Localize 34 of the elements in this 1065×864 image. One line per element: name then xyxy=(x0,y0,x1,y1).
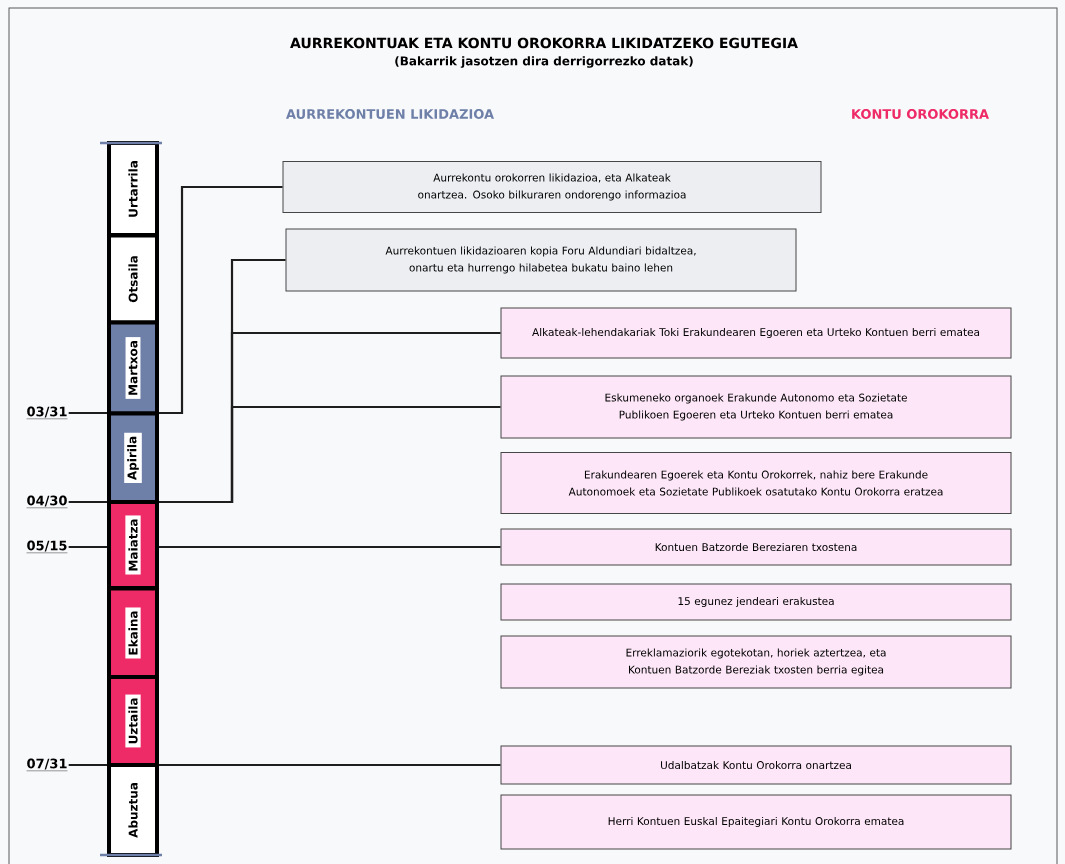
event-box: Udalbatzak Kontu Orokorra onartzea xyxy=(500,745,1012,785)
month-bar: Maiatza xyxy=(107,500,159,590)
connector-line xyxy=(68,763,107,767)
month-bar: Otsaila xyxy=(107,233,159,325)
event-box: 15 egunez jendeari erakustea xyxy=(500,583,1012,621)
connector-line xyxy=(159,545,501,549)
connector-line xyxy=(159,185,283,415)
event-box: Aurrekontuen likidazioaren kopia Foru Aldundiari bidaltzea, onartu eta hurrengo hilabetea bukatu baino lehen xyxy=(285,228,797,292)
title: AURREKONTUAK ETA KONTU OROKORRA LIKIDATZEKO EGUTEGIA xyxy=(290,37,798,49)
month-bar: Urtarrila xyxy=(107,141,159,237)
connector-line xyxy=(159,405,501,504)
event-box: Alkateak-lehendakariak Toki Erakundearen Egoeren eta Urteko Kontuen berri ematea xyxy=(500,307,1012,359)
date-label: 07/31 xyxy=(26,758,68,771)
event-box: Eskumeneko organoek Erakunde Autonomo eta Sozietate Publikoen Egoeren eta Urteko Kontuen berri ematea xyxy=(500,375,1012,439)
date-label: 03/31 xyxy=(26,406,68,419)
date-label: 04/30 xyxy=(26,495,68,508)
connector-line xyxy=(159,763,501,767)
connector-line xyxy=(68,545,107,549)
connector-line xyxy=(68,411,107,415)
event-box: Erakundearen Egoerek eta Kontu Orokorrek, nahiz bere Erakunde Autonomoek eta Sozietate Publikoek osatutako Kontu Orokorra eratzea xyxy=(500,452,1012,514)
month-bar: Martxoa xyxy=(107,320,159,416)
month-bar: Uztaila xyxy=(107,675,159,767)
date-label: 05/15 xyxy=(26,540,68,553)
column-heading: AURREKONTUEN LIKIDAZIOA xyxy=(286,109,495,119)
event-box: Kontuen Batzorde Bereziaren txostena xyxy=(500,528,1012,566)
connector-line xyxy=(68,500,107,504)
month-bar: Apirila xyxy=(107,411,159,505)
column-heading: KONTU OROKORRA xyxy=(852,109,989,119)
month-bar: Ekaina xyxy=(107,586,159,680)
event-box: Herri Kontuen Euskal Epaitegiari Kontu Orokorra ematea xyxy=(500,794,1012,850)
event-box: Erreklamaziorik egotekotan, horiek aztertzea, eta Kontuen Batzorde Bereziak txosten berria egitea xyxy=(500,635,1012,689)
month-bar: Abuztua xyxy=(107,763,159,857)
subtitle: (Bakarrik jasotzen dira derrigorrezko datak) xyxy=(395,56,693,68)
event-box: Aurrekontu orokorren likidazioa, eta Alkateak onartzea. Osoko bilkuraren ondorengo informazioa xyxy=(282,161,822,213)
